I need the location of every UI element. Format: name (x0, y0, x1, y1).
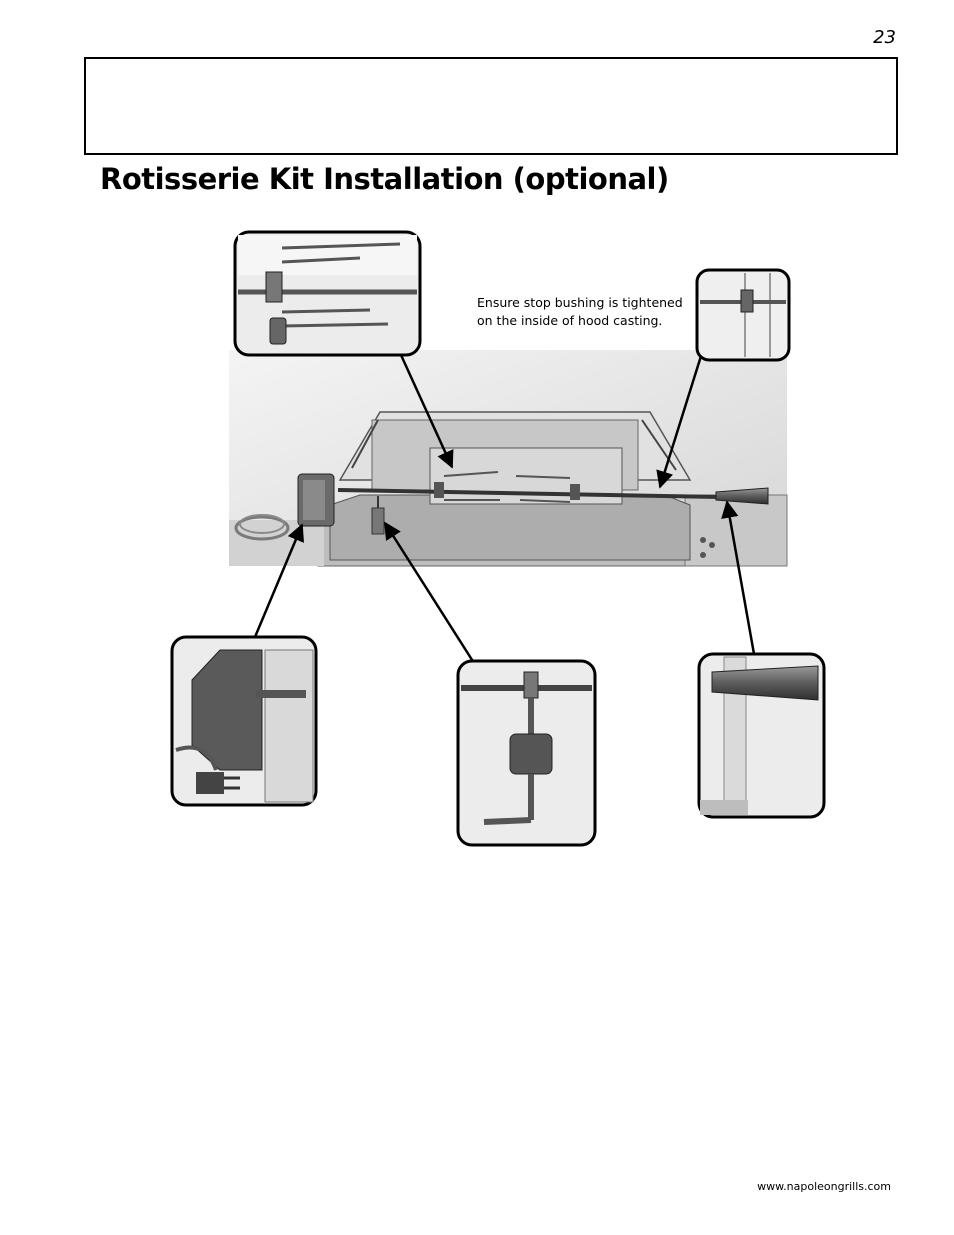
header-box (84, 57, 898, 155)
page-title: Rotisserie Kit Installation (optional) (100, 162, 669, 196)
page-number: 23 (873, 27, 896, 48)
bushing-detail (695, 268, 791, 362)
motor-arrow (253, 523, 304, 638)
motor-detail (170, 635, 318, 807)
forks-arrow (399, 354, 454, 469)
stop-bushing-note: Ensure stop bushing is tightened on the … (477, 294, 707, 330)
note-line-2: on the inside of hood casting. (477, 313, 663, 328)
handle-detail (697, 652, 826, 819)
footer-url[interactable]: www.napoleongrills.com (757, 1180, 891, 1193)
callout-arrows (253, 354, 756, 664)
counterweight-arrow (383, 521, 476, 664)
forks-detail (233, 230, 422, 357)
counterweight-detail (456, 659, 597, 847)
note-line-1: Ensure stop bushing is tightened (477, 295, 683, 310)
handle-arrow (721, 500, 756, 655)
grill-illustration (229, 350, 788, 567)
bushing-arrow (656, 355, 703, 489)
